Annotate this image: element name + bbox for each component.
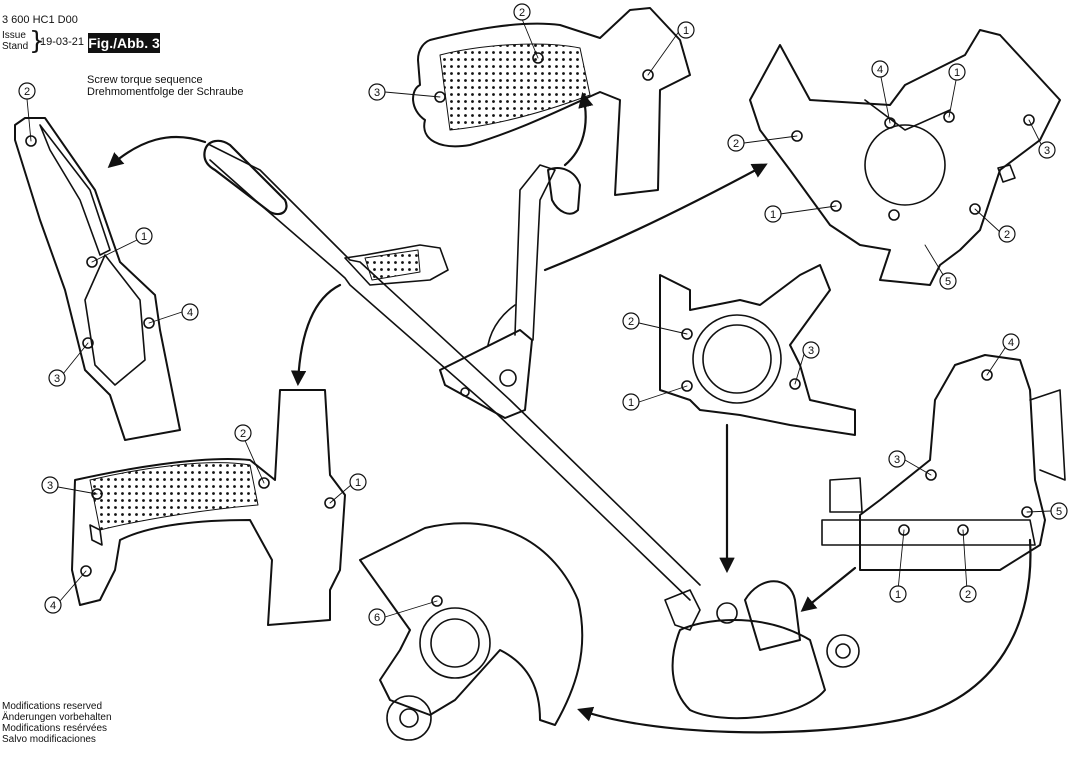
svg-text:2: 2 — [240, 428, 246, 440]
callout-side-4: 4 — [1002, 333, 1020, 351]
svg-text:4: 4 — [187, 307, 193, 319]
svg-text:1: 1 — [683, 25, 689, 37]
svg-text:5: 5 — [945, 276, 951, 288]
svg-text:1: 1 — [895, 589, 901, 601]
svg-text:1: 1 — [770, 209, 776, 221]
stand-label: Stand — [2, 41, 29, 52]
svg-text:2: 2 — [628, 316, 634, 328]
trimmer-overview — [203, 139, 701, 601]
svg-text:3: 3 — [1044, 145, 1050, 157]
callout-head-2a: 2 — [727, 134, 745, 152]
callout-mount-1: 1 — [622, 393, 640, 411]
left-housing-detail — [14, 117, 181, 441]
callout-head-4: 4 — [871, 60, 889, 78]
svg-text:1: 1 — [355, 477, 361, 489]
callout-left-housing-4: 4 — [181, 303, 199, 321]
callout-grip-4: 4 — [44, 596, 62, 614]
document-id: 3 600 HC1 D00 — [2, 14, 78, 26]
callout-leaders — [26, 18, 1052, 618]
callout-left-housing-2: 2 — [18, 82, 36, 100]
callout-head-1b: 1 — [764, 205, 782, 223]
svg-text:1: 1 — [628, 397, 634, 409]
brace-glyph: } — [29, 26, 45, 55]
issue-label: Issue — [2, 30, 26, 41]
svg-text:3: 3 — [374, 87, 380, 99]
modifications-fr: Modifications resérvées — [2, 723, 108, 734]
top-handle-detail — [412, 7, 691, 196]
callout-left-housing-3: 3 — [48, 369, 66, 387]
svg-text:3: 3 — [894, 454, 900, 466]
callout-mount-3: 3 — [802, 341, 820, 359]
assembly-arrows — [107, 92, 1032, 734]
modifications-de: Änderungen vorbehalten — [2, 712, 112, 723]
callout-top-handle-2: 2 — [513, 3, 531, 21]
modifications-en: Modifications reserved — [2, 701, 103, 712]
callout-head-1: 1 — [948, 63, 966, 81]
modifications-es: Salvo modificaciones — [2, 734, 96, 745]
modifications-notice: Modifications reserved Änderungen vorbeh… — [2, 701, 112, 745]
svg-text:2: 2 — [965, 589, 971, 601]
issue-date: 19-03-21 — [40, 36, 85, 48]
callout-grip-2: 2 — [234, 424, 252, 442]
callout-top-handle-1: 1 — [677, 21, 695, 39]
torque-caption-en: Screw torque sequence — [87, 74, 203, 86]
svg-text:3: 3 — [47, 480, 53, 492]
svg-text:3: 3 — [54, 373, 60, 385]
svg-text:1: 1 — [141, 231, 147, 243]
callout-grip-1: 1 — [349, 473, 367, 491]
callout-mount-2: 2 — [622, 312, 640, 330]
svg-text:6: 6 — [374, 612, 380, 624]
figure-label: Fig./Abb. 3 — [88, 33, 160, 53]
svg-text:5: 5 — [1056, 506, 1062, 518]
trimmer-head-detail — [664, 580, 860, 720]
svg-text:2: 2 — [733, 138, 739, 150]
callout-numbers: 2 1 3 2 1 4 3 2 1 3 4 4 1 2 3 1 2 5 2 3 … — [18, 3, 1068, 626]
callout-head-5: 5 — [939, 272, 957, 290]
svg-text:4: 4 — [1008, 337, 1014, 349]
svg-text:4: 4 — [50, 600, 56, 612]
motor-mount-detail — [659, 264, 856, 436]
callout-grip-3: 3 — [41, 476, 59, 494]
callout-side-1: 1 — [889, 585, 907, 603]
torque-caption: Screw torque sequence Drehmomentfolge de… — [87, 74, 244, 98]
callout-left-housing-1: 1 — [135, 227, 153, 245]
svg-text:1: 1 — [954, 67, 960, 79]
grip-handle-detail — [71, 389, 346, 626]
callout-side-5: 5 — [1050, 502, 1068, 520]
head-housing-detail — [749, 29, 1061, 286]
svg-text:4: 4 — [877, 64, 883, 76]
svg-text:2: 2 — [1004, 229, 1010, 241]
callout-side-3: 3 — [888, 450, 906, 468]
torque-caption-de: Drehmomentfolge der Schraube — [87, 86, 244, 98]
svg-text:3: 3 — [808, 345, 814, 357]
svg-text:2: 2 — [24, 86, 30, 98]
motor-side-detail — [821, 354, 1066, 571]
callout-head-2b: 2 — [998, 225, 1016, 243]
callout-guard-6: 6 — [368, 608, 386, 626]
svg-text:2: 2 — [519, 7, 525, 19]
callout-side-2: 2 — [959, 585, 977, 603]
guard-detail — [359, 522, 584, 741]
callout-top-handle-3: 3 — [368, 83, 386, 101]
callout-head-3: 3 — [1038, 141, 1056, 159]
